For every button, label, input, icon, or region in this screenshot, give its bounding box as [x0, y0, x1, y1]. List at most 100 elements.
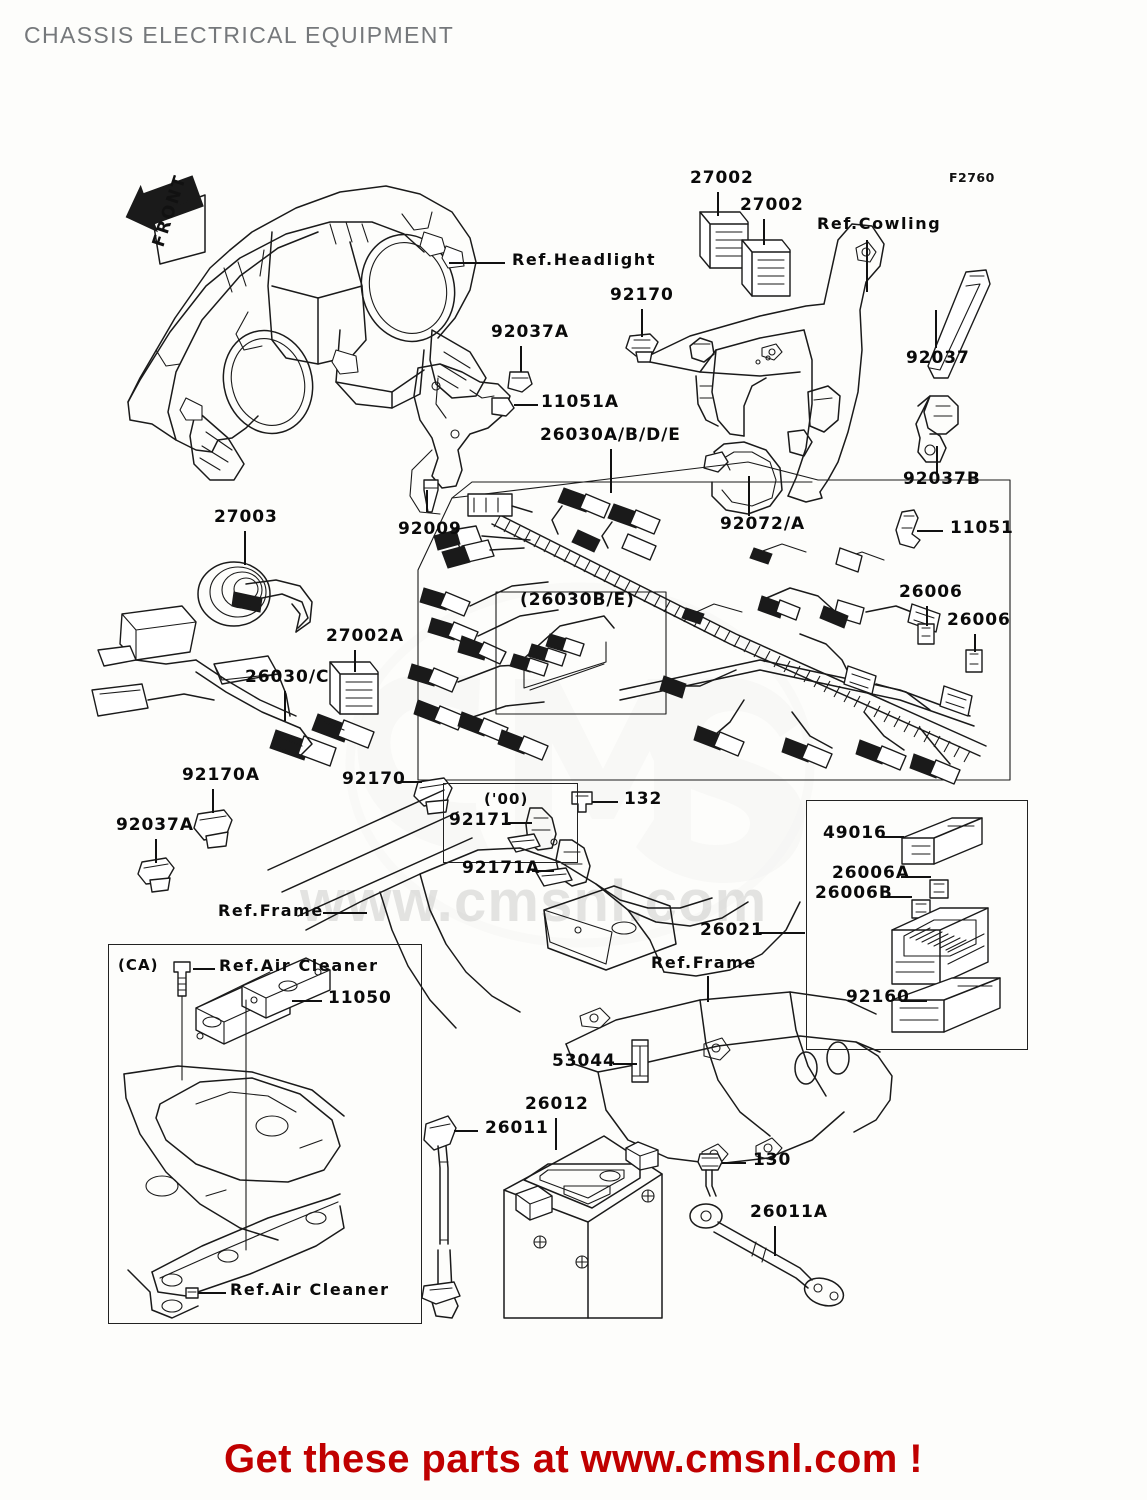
leader-ref-frame-1: [323, 912, 367, 914]
leader-ref-cowling: [866, 240, 868, 292]
leader-26006A: [901, 876, 931, 878]
leader-26030C: [284, 691, 286, 721]
leader-26030ABDE: [610, 449, 612, 493]
label-ref-air-cleaner-2: Ref.Air Cleaner: [230, 1280, 390, 1299]
label-27003: 27003: [214, 507, 278, 527]
label-26006-a: 26006: [899, 582, 963, 602]
label-26006B: 26006B: [815, 883, 893, 903]
label-92037: 92037: [906, 348, 970, 368]
leader-ref-frame-2: [707, 976, 709, 1002]
clip-92037B: [915, 395, 959, 463]
label-11051: 11051: [950, 518, 1014, 538]
label-92170-low: 92170: [342, 769, 406, 789]
label-11050: 11050: [328, 988, 392, 1008]
clamp-92170A: [193, 809, 233, 849]
label-26012: 26012: [525, 1094, 589, 1114]
leader-130: [722, 1162, 746, 1164]
label-market-ca: (CA): [118, 956, 159, 974]
leader-92009: [426, 490, 428, 512]
label-26021: 26021: [700, 920, 764, 940]
front-arrow-icon: FRONT: [125, 172, 206, 265]
leader-92170-top: [641, 309, 643, 337]
leader-ref-headlight: [449, 262, 505, 264]
leader-ref-air-cleaner-2: [198, 1292, 226, 1294]
footer-cta: Get these parts at www.cmsnl.com !: [224, 1437, 923, 1481]
label-26011: 26011: [485, 1118, 549, 1138]
clamp-92171A: [535, 839, 591, 887]
label-92037A-low: 92037A: [116, 815, 194, 835]
label-27002-a: 27002: [690, 168, 754, 188]
label-92037A-top: 92037A: [491, 322, 569, 342]
label-ref-frame-1: Ref.Frame: [218, 901, 324, 920]
relay-27002-a: [699, 211, 749, 269]
label-92037B: 92037B: [903, 469, 981, 489]
leader-92072A: [748, 476, 750, 516]
leader-27002-b: [763, 219, 765, 245]
leader-11051: [917, 530, 943, 532]
label-ref-cowling: Ref.Cowling: [817, 214, 942, 233]
label-92171: 92171: [449, 810, 513, 830]
leader-92037B: [936, 446, 938, 474]
ground-lead-26011A: [689, 1153, 845, 1307]
leader-92160: [901, 1000, 927, 1002]
leader-26021: [759, 932, 805, 934]
label-27002A: 27002A: [326, 626, 404, 646]
label-92072A: 92072/A: [720, 514, 806, 534]
leader-26011A: [774, 1226, 776, 1256]
year-00-box-frame: [443, 783, 578, 863]
clamp-92037A-low: [137, 857, 175, 893]
label-ref-air-cleaner-1: Ref.Air Cleaner: [219, 956, 379, 975]
leader-11051A: [514, 404, 538, 406]
leader-27002A: [354, 650, 356, 672]
frame-outline: [267, 789, 893, 1167]
label-92160: 92160: [846, 987, 910, 1007]
label-92171A: 92171A: [462, 858, 540, 878]
leader-92171: [508, 822, 532, 824]
cowling-stay: [639, 223, 885, 503]
battery-lead-26011: [421, 1115, 461, 1319]
label-11051A: 11051A: [541, 392, 619, 412]
label-26030C: 26030/C: [245, 667, 330, 687]
label-132: 132: [624, 789, 663, 809]
leader-26006-a: [926, 606, 928, 626]
headlight-assembly: [127, 185, 487, 481]
label-ref-frame-2: Ref.Frame: [651, 953, 757, 972]
leader-92037: [935, 310, 937, 348]
ca-air-cleaner-box-frame: [108, 944, 422, 1324]
harness-outline-box: [417, 461, 1011, 781]
wiring-harness: [407, 487, 987, 785]
diagram-code: F2760: [949, 170, 995, 185]
label-26006A: 26006A: [832, 863, 910, 883]
damper-53044: [631, 1039, 649, 1083]
leader-26012: [555, 1118, 557, 1150]
harness-26030C: [91, 605, 375, 767]
label-26030ABDE: 26030A/B/D/E: [540, 425, 681, 445]
label-130: 130: [753, 1150, 792, 1170]
label-ref-headlight: Ref.Headlight: [512, 250, 657, 269]
leader-53044: [613, 1063, 637, 1065]
label-92170-top: 92170: [610, 285, 674, 305]
label-26011A: 26011A: [750, 1202, 828, 1222]
leader-92037A-low: [155, 839, 157, 863]
leader-92037A-top: [520, 346, 522, 372]
fuse-box-assembly: [891, 817, 1001, 1033]
clamp-92170-top: [625, 333, 659, 363]
leader-26006B: [884, 896, 912, 898]
leader-92170-low: [398, 781, 422, 783]
fuse-box-frame: [806, 800, 1028, 1050]
leader-49016: [880, 836, 904, 838]
leader-92171A: [532, 870, 554, 872]
bracket-11051: [895, 509, 921, 549]
leader-11050: [292, 1000, 322, 1002]
label-year-00: ('00): [484, 790, 529, 808]
headlight-bracket: [409, 363, 533, 515]
clamp-92037: [927, 269, 991, 379]
horn-27003: [197, 561, 313, 633]
leader-92170A: [212, 789, 214, 813]
leader-26006-b: [974, 634, 976, 652]
battery-26012: [503, 1135, 663, 1319]
label-92170A: 92170A: [182, 765, 260, 785]
leader-132: [592, 801, 618, 803]
